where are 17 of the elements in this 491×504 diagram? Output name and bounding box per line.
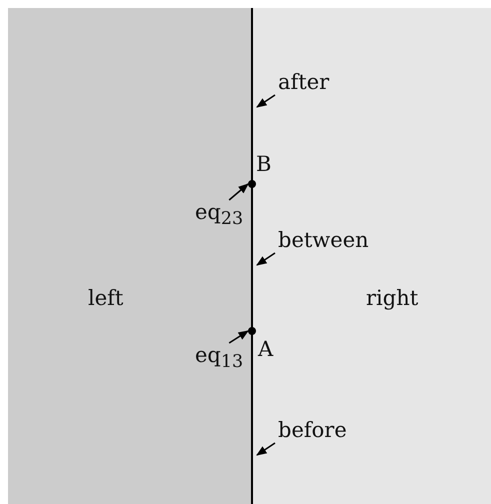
region-panel: [8, 8, 252, 504]
point-label: B: [256, 154, 272, 175]
region-label: right: [366, 288, 418, 309]
leader-arrow: [228, 183, 249, 201]
leader-arrow: [256, 442, 276, 456]
callout-label: after: [278, 72, 330, 93]
callout-label: between: [278, 230, 369, 251]
callout-label: before: [278, 420, 347, 441]
callout-label: eq$_{13}$: [195, 345, 244, 372]
region-label: left: [88, 288, 124, 309]
callout-label: eq$_{23}$: [195, 202, 244, 229]
leader-arrow: [256, 94, 276, 108]
point-label: A: [258, 339, 274, 360]
leader-arrow: [228, 330, 249, 344]
leader-arrow: [256, 252, 276, 266]
boundary-line: [251, 8, 253, 504]
region-panel: [252, 8, 491, 504]
